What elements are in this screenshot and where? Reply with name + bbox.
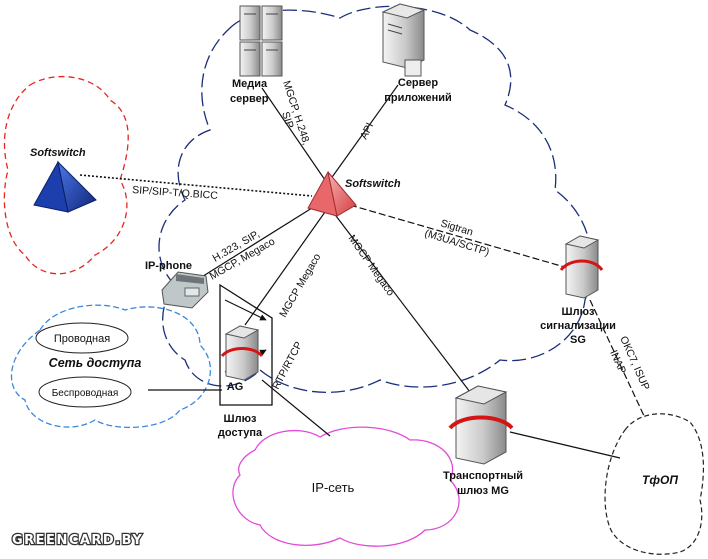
media-server-label-1: Медиа	[232, 78, 268, 90]
link-ag-ipnet	[261, 379, 331, 437]
ip-phone-label: IP-phone	[145, 260, 192, 272]
softswitch-main-label: Softswitch	[345, 178, 401, 190]
wired-label: Проводная	[54, 333, 110, 345]
ip-network-label: IP-сеть	[312, 480, 355, 495]
softswitch-remote-label: Softswitch	[30, 147, 86, 159]
app-server-label-1: Сервер	[398, 77, 439, 89]
link-softswitch-peer	[79, 174, 313, 197]
access-gateway-badge: AG	[227, 381, 244, 393]
proto-ag-media: RTP/RTCP	[270, 340, 305, 392]
proto-app-softswitch: API	[358, 121, 376, 141]
pstn-cloud	[604, 413, 704, 555]
softswitch-remote-icon[interactable]	[33, 160, 97, 213]
signaling-gateway-label-3: SG	[570, 334, 586, 346]
access-gateway-icon[interactable]	[220, 325, 264, 381]
link-mg-pstn	[509, 431, 621, 459]
signaling-gateway-label-1: Шлюз	[562, 306, 595, 318]
app-server-label-2: приложений	[384, 92, 451, 104]
link-softswitch-sg	[349, 204, 569, 269]
pstn-label: ТфОП	[642, 473, 678, 487]
wireless-label: Беспроводная	[52, 388, 119, 399]
link-media-softswitch	[261, 87, 326, 181]
ip-phone-icon[interactable]	[161, 271, 209, 309]
softswitch-main-icon[interactable]	[307, 170, 357, 217]
watermark: GREENCARD.BY	[11, 532, 143, 550]
media-server-label-2: сервер	[230, 93, 269, 105]
ip-network-cloud	[232, 426, 460, 547]
wireless-bubble	[38, 376, 132, 408]
proto-mg-softswitch: MGCP Megaco	[346, 233, 397, 299]
app-server-icon[interactable]	[381, 3, 426, 77]
proto-ag-softswitch: MGCP Megaco	[277, 251, 323, 319]
link-ag-softswitch	[244, 211, 326, 326]
link-mg-softswitch	[332, 211, 471, 393]
access-network-cloud	[10, 304, 211, 429]
access-gateway-label-1: Шлюз	[224, 413, 257, 425]
signaling-gateway-icon[interactable]	[559, 235, 604, 299]
transport-gateway-label-1: Транспортный	[443, 470, 523, 482]
watermark-text: GREENCARD.BY	[12, 533, 143, 548]
link-sg-pstn	[589, 299, 646, 419]
proto-media-softswitch-2: SIP	[279, 110, 296, 130]
access-gateway-label-2: доступа	[218, 427, 263, 439]
link-app-softswitch	[329, 84, 399, 181]
transport-gateway-icon[interactable]	[448, 385, 514, 465]
proto-softswitch-peer: SIP/SIP-T/Q.BICC	[132, 184, 219, 202]
link-phone-softswitch	[199, 207, 313, 279]
access-network-title: Сеть доступа	[49, 356, 142, 370]
remote-network-cloud	[3, 75, 129, 275]
transport-gateway-label-2: шлюз MG	[457, 485, 509, 497]
wired-bubble	[35, 322, 129, 354]
media-server-icon[interactable]	[239, 5, 283, 77]
core-network-cloud	[158, 5, 593, 393]
signaling-gateway-label-2: сигнализации	[540, 320, 616, 332]
